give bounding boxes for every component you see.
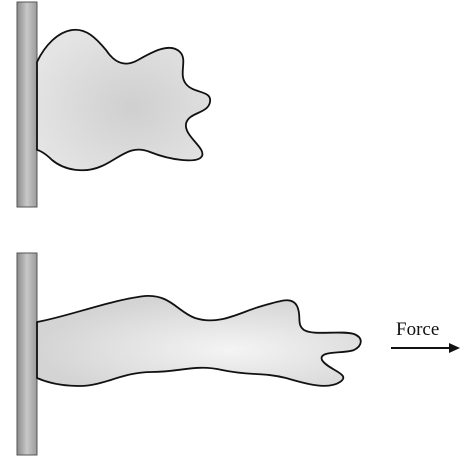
force-label: Force	[396, 319, 439, 340]
bottom-blob	[37, 296, 361, 386]
bottom-panel: Force	[17, 253, 460, 455]
top-blob	[37, 30, 210, 171]
top-panel	[17, 2, 210, 207]
force-arrow	[391, 343, 460, 353]
bottom-wall	[17, 253, 37, 455]
force-arrow-head	[449, 343, 460, 353]
top-wall	[17, 2, 37, 207]
